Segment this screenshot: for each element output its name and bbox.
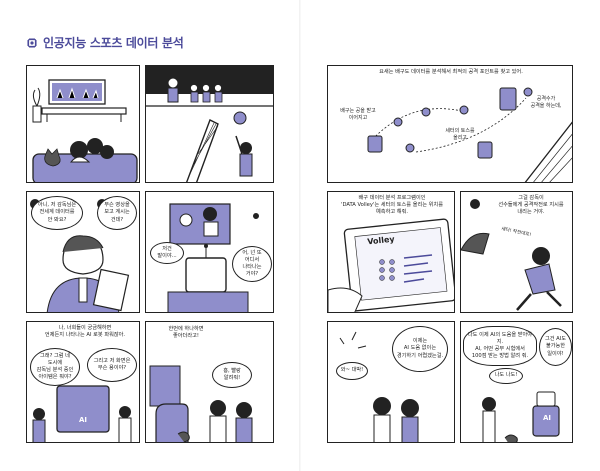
speech-bubble-robot-intro: 저건 말이야...: [150, 242, 184, 264]
speech-bubble-right-question: 무슨 영상을 보고 계시는 건데?: [97, 196, 137, 230]
panel-ai-impossible: 나도 이제 AI의 도움을 받아야지. AI, 어떤 공부 시험에서 100점 …: [460, 321, 573, 443]
panel-ai-robot-questions: 나, 너희들이 궁금해하면 언제든지 나타나는 AI 로봇 파워잖아. 그래? …: [26, 321, 140, 443]
ai-robot-illustration: [27, 322, 139, 442]
page-title: 인공지능 스포츠 데이터 분석: [43, 36, 184, 50]
page-header: 인공지능 스포츠 데이터 분석: [26, 34, 184, 51]
speech-bubble-ask-item: 그래? 그럼 네 도시에 감독님 분석 중인 아이템은 뭐야?: [30, 348, 80, 386]
label-receive: 배구는 공을 받고 이어지고: [340, 108, 376, 121]
volleyball-flow-illustration: [328, 66, 572, 182]
robot-chest-label-ai: AI: [542, 414, 552, 422]
panel-kids-amazed: 와~ 대박! 이제는 AI 도움 없이는 경기하기 어렵겠는걸.: [327, 321, 455, 443]
panel-man-tablet: 아니, 저 감독님은 전세계 데이터를 안 봐요? 무슨 영상을 보고 계시는 …: [26, 191, 140, 313]
panel-coach-instruction: 그걸 감독이 선수들에게 공격작전로 지시를 내리는 거야. 세터! 작전대로!: [460, 191, 573, 313]
robot-caption: 나, 너희들이 궁금해하면 언제든지 나타나는 AI 로봇 파워잖아.: [33, 325, 137, 340]
speech-bubble-me-too: 나도 나도!: [489, 368, 523, 384]
panel-volleyball-data-flow: 요새는 배구도 데이터를 분석해서 최적의 공격 포인트를 찾고 있어. 배구는…: [327, 65, 573, 183]
speech-bubble-impossible: 그건 AI도 불가능한 일이야!: [539, 328, 572, 366]
panel-data-volley-tablet: 배구 데이터 분석 프로그램이인 'DATA Volley'는 세터의 토스를 …: [327, 191, 455, 313]
speech-bubble-ask-ai-exam: 나도 이제 AI의 도움을 받아야지. AI, 어떤 공부 시험에서 100점 …: [463, 326, 537, 366]
ai-chip-icon: [27, 37, 37, 48]
data-volley-caption: 배구 데이터 분석 프로그램이인 'DATA Volley'는 세터의 토스를 …: [332, 195, 452, 217]
panel-stadium: [145, 65, 274, 183]
speech-bubble-ai-necessary: 이제는 AI 도움 없이는 경기하기 어렵겠는걸.: [392, 326, 448, 372]
living-room-illustration: [27, 66, 139, 182]
robot-chest-label: AI: [78, 416, 88, 424]
speech-bubble-tell-me: 흥, 빨랑 알려줘!: [212, 362, 252, 388]
panel-kids-robot: 저건 말이야... 어, 넌 또 어디서 나타나는 거야?: [145, 191, 274, 313]
spread-divider: [299, 0, 301, 471]
speech-bubble-left-question: 아니, 저 감독님은 전세계 데이터를 안 봐요?: [31, 196, 83, 230]
coach-caption: 그걸 감독이 선수들에게 공격작전로 지시를 내리는 거야.: [491, 195, 571, 217]
label-attacker: 공격수가 공격을 하는데,: [530, 96, 562, 109]
panel-living-room: [26, 65, 140, 183]
speech-bubble-wow: 와~ 대박!: [336, 362, 368, 380]
man-tablet-illustration: [27, 192, 139, 312]
panel-thumbs-up: 한번에 하나하면 좋아더라고! 흥, 빨랑 알려줘!: [145, 321, 274, 443]
stadium-illustration: [146, 66, 273, 182]
label-setter-toss: 세터의 토스를 올리고: [445, 128, 475, 141]
data-flow-caption: 요새는 배구도 데이터를 분석해서 최적의 공격 포인트를 찾고 있어.: [334, 69, 568, 77]
speech-bubble-surprised: 어, 넌 또 어디서 나타나는 거야?: [232, 246, 272, 282]
speech-bubble-ask-screen: 그리고 저 화면은 무슨 용이야?: [87, 348, 137, 382]
thumbs-up-caption: 한번에 하나하면 좋아더라고!: [156, 326, 216, 341]
thumbs-up-illustration: [146, 322, 273, 442]
